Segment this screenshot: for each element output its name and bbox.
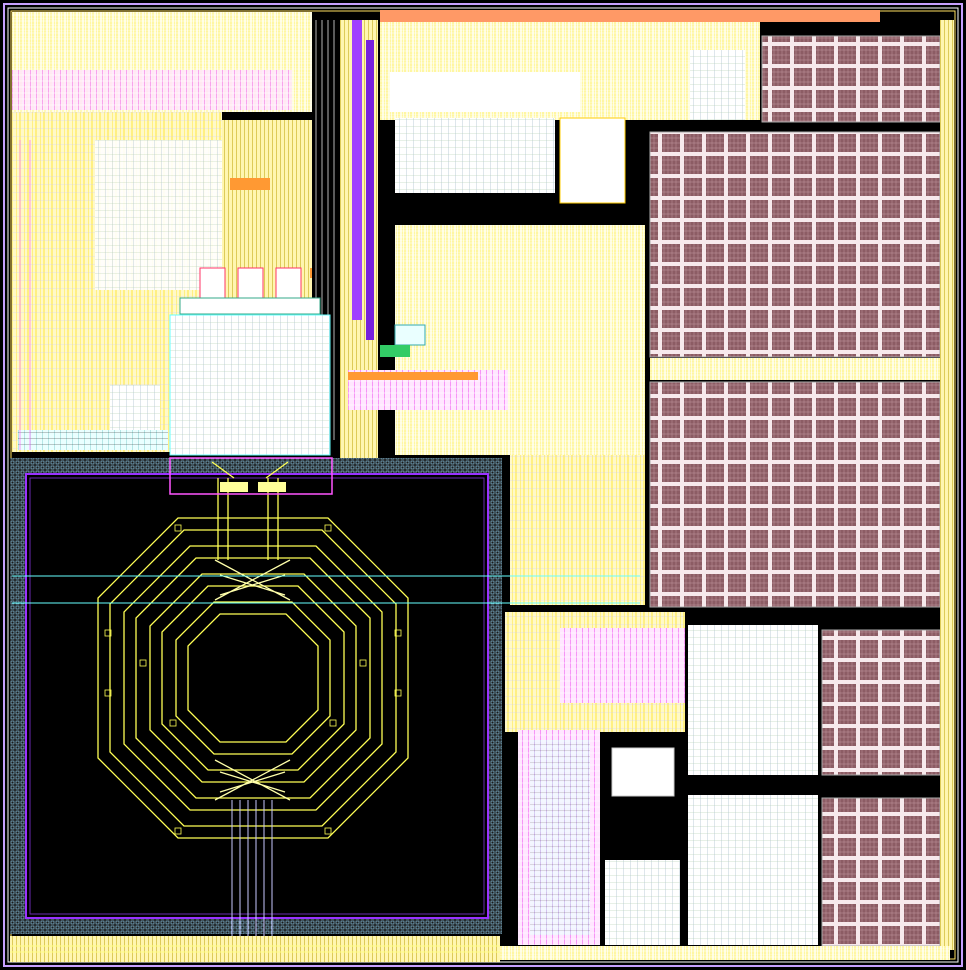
digital-logic-center (348, 225, 645, 605)
bottom-routing (10, 936, 950, 962)
inductor-guard-ring (10, 458, 502, 934)
magenta-trace (19, 140, 31, 450)
capacitor-array-middle-large (649, 381, 941, 608)
capacitor-array-top-small (761, 35, 941, 123)
capacitor-array-bottom-right-lower (821, 797, 941, 947)
inductor-vias (104, 524, 402, 835)
cyan-routing-lines (12, 575, 640, 604)
varactor-bank-bottom (518, 730, 600, 945)
spiral-inductor (97, 461, 409, 960)
switch-arrays-bottom (688, 625, 818, 945)
inductor-feed-pads (169, 457, 333, 495)
right-edge-routing (940, 20, 954, 950)
capacitor-divider (650, 358, 940, 380)
capacitor-array-bottom-right-upper (821, 629, 941, 776)
buffer-bank-bottom-center (505, 612, 685, 945)
transistor-array-center (169, 267, 331, 456)
top-center-blocks (380, 10, 880, 204)
capacitor-array-upper-large (649, 131, 941, 358)
